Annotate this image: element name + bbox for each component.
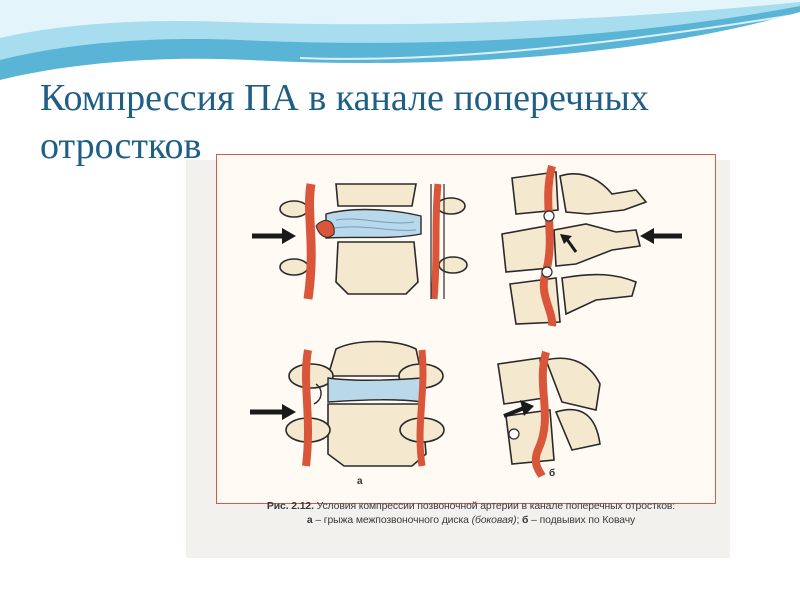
panel-a-bottom-vertebrae [285, 340, 445, 467]
panel-a-bottom-arrow [250, 404, 296, 420]
panel-a-top-vertebrae [279, 183, 468, 295]
figure-caption: Рис. 2.12. Условия компрессии позвоночно… [226, 500, 716, 528]
panel-b-top-arrow-inner [560, 234, 578, 253]
caption-sep: ; [516, 515, 523, 526]
panel-b-bottom-artery [531, 350, 550, 479]
slide-title: Компрессия ПА в канале поперечных отрост… [40, 77, 649, 167]
panel-b-label: б [549, 468, 556, 479]
caption-end: – подвывих по Ковачу [528, 515, 636, 526]
panel-a-label: а [357, 476, 363, 487]
panel-a-bottom-disc [327, 377, 423, 403]
panel-a-top-hernia [315, 219, 335, 238]
caption-italic: (боковая) [471, 515, 517, 526]
spine-illustration [250, 164, 682, 479]
caption-b-marker: б [522, 515, 529, 526]
panel-a-bottom-artery-right [416, 349, 427, 467]
panel-a-top-artery-right [430, 183, 442, 300]
caption-a-marker: а [306, 515, 313, 526]
caption-mid: – грыжа межпозвоночного диска [312, 515, 472, 526]
panel-b-bottom-vertebrae [497, 357, 601, 465]
panel-a-top-artery-left [303, 183, 316, 300]
header-wave-decoration [0, 0, 800, 80]
panel-a-top-disc [325, 208, 422, 239]
panel-b-top-arrow-right [640, 228, 682, 244]
panel-a-top-arrow [252, 228, 296, 244]
panel-a-bottom-artery-left [302, 349, 312, 467]
caption-figure-number: Рис. 2.12. [266, 501, 314, 512]
panel-b-top-vertebrae [501, 171, 648, 325]
caption-line1: Условия компрессии позвоночной артерии в… [313, 501, 676, 512]
panel-b-bottom-arrow [503, 400, 534, 418]
